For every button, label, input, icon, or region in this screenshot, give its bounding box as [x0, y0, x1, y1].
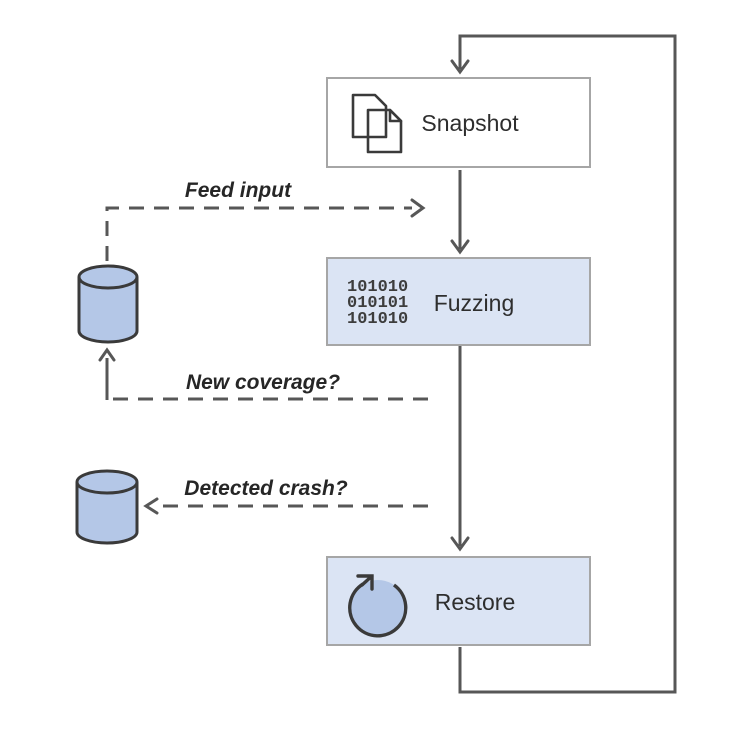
feed-input-arrowhead-right-icon [410, 198, 426, 218]
binary-icon: 101010 010101 101010 [347, 278, 408, 329]
restore-icon-arrowhead [356, 574, 374, 591]
cylinder-body [75, 482, 139, 545]
new-coverage-edge: New coverage? [98, 347, 428, 401]
detected-crash-edge: Detected crash? [143, 477, 428, 515]
back-page [351, 93, 388, 139]
copy-pages-icon [351, 93, 403, 154]
arrowhead-down-icon [450, 239, 470, 255]
feed-input-dashed-line [105, 206, 412, 261]
cylinder-body [77, 277, 139, 344]
detected-crash-label: Detected crash? [184, 477, 348, 500]
loop-arrowhead-down-icon [450, 59, 470, 75]
arrow-snapshot-to-fuzzing [450, 170, 470, 255]
page-fold-corner [388, 108, 403, 123]
fuzzing-label: Fuzzing [434, 290, 515, 316]
restore-label: Restore [435, 589, 516, 615]
restore-icon-circle [350, 580, 406, 636]
fuzzing-box [326, 257, 591, 346]
detected-crash-arrowhead-left-icon [143, 497, 159, 515]
fuzzing-node: 101010 010101 101010 Fuzzing [326, 257, 591, 346]
restore-icon-ring [348, 582, 408, 638]
crash-database-cylinder-icon [75, 469, 139, 545]
new-coverage-label: New coverage? [186, 371, 340, 394]
binary-line-3: 101010 [347, 310, 408, 329]
feed-input-label: Feed input [185, 179, 292, 202]
loop-arrow-line [458, 34, 677, 694]
arrow-fuzzing-to-restore [450, 346, 470, 552]
corpus-database-cylinder-icon [77, 264, 139, 344]
snapshot-node: Snapshot [326, 77, 591, 168]
loop-arrow-restore-to-snapshot [450, 34, 677, 694]
feed-input-edge: Feed input [105, 179, 426, 261]
restore-node: Restore [326, 556, 591, 646]
front-page [366, 108, 403, 154]
arrowhead-down-icon [450, 536, 470, 552]
new-coverage-arrowhead-up-icon [98, 347, 116, 362]
binary-line-1: 101010 [347, 278, 408, 297]
restore-circular-arrow-icon [348, 574, 408, 638]
binary-line-2: 010101 [347, 294, 408, 313]
cylinder-top [75, 469, 139, 495]
cylinder-top [77, 264, 139, 290]
snapshot-label: Snapshot [421, 110, 519, 136]
